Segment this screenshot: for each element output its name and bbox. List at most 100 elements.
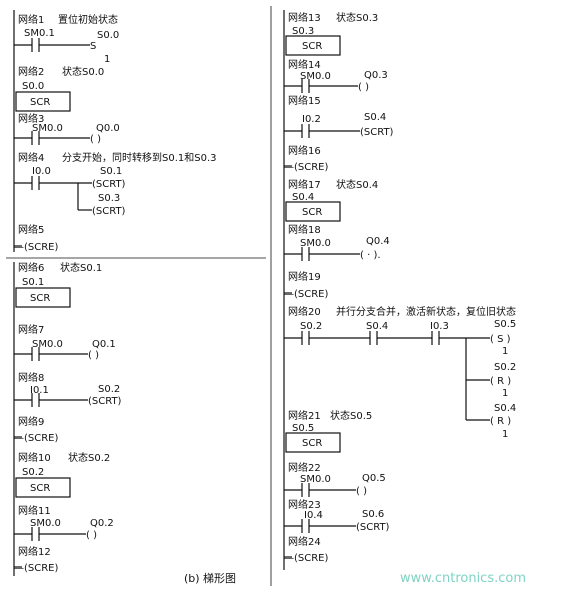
contact-address: SM0.0 [300, 238, 331, 249]
coil-address: S0.1 [100, 166, 122, 177]
scrt-coil: (SCRT) [360, 127, 394, 138]
coil-address: S0.3 [98, 193, 120, 204]
scr-label: SCR [302, 438, 322, 449]
network-comment: 状态S0.2 [68, 451, 110, 464]
scr-address: S0.2 [22, 467, 44, 478]
coil-address: Q0.1 [92, 339, 116, 350]
contact-address: I0.2 [302, 114, 321, 125]
contact-address: I0.4 [304, 510, 323, 521]
output-coil: ( ) [88, 350, 99, 361]
network-label: 网络16 [288, 144, 321, 157]
scr-box [15, 287, 71, 308]
scre-coil: —(SCRE) [14, 563, 58, 574]
network-label: 网络19 [288, 270, 321, 283]
scr-address: S0.3 [292, 26, 314, 37]
network-label: 网络8 [18, 371, 44, 384]
scr-box [15, 477, 71, 498]
contact-address: SM0.0 [30, 518, 61, 529]
watermark: www.cntronics.com [400, 571, 526, 586]
network-comment: 分支开始，同时转移到S0.1和S0.3 [62, 151, 217, 164]
network-label: 网络4 [18, 151, 44, 164]
network-comment: 置位初始状态 [58, 13, 118, 26]
reset-coil: ( R ) [490, 376, 511, 387]
network-label: 网络17 [288, 178, 321, 191]
network-label: 网络21 [288, 409, 321, 422]
network-comment: 状态S0.5 [330, 409, 372, 422]
network-label: 网络5 [18, 223, 44, 236]
network-label: 网络24 [288, 535, 321, 548]
output-coil: ( ) [356, 486, 367, 497]
scr-label: SCR [30, 97, 50, 108]
network-label: 网络10 [18, 451, 51, 464]
scrt-coil: (SCRT) [92, 179, 126, 190]
scr-address: S0.0 [22, 81, 44, 92]
contact-address: I0.3 [430, 321, 449, 332]
network-label: 网络20 [288, 305, 321, 318]
coil-address: S0.6 [362, 509, 384, 520]
coil-count: 1 [502, 388, 508, 399]
output-coil: ( ) [358, 82, 369, 93]
coil-address: S0.4 [364, 112, 386, 123]
contact-address: SM0.0 [32, 339, 63, 350]
network-comment: 状态S0.1 [60, 261, 102, 274]
scrt-coil: (SCRT) [356, 522, 390, 533]
contact-address: SM0.0 [300, 71, 331, 82]
set-coil: ( S ) [490, 334, 511, 345]
scr-label: SCR [302, 207, 322, 218]
scr-box [285, 432, 341, 453]
network-comment: 状态S0.3 [336, 11, 378, 24]
coil-address: S0.4 [494, 403, 516, 414]
coil-address: Q0.3 [364, 70, 388, 81]
coil-address: S0.2 [494, 362, 516, 373]
coil-count: 1 [502, 346, 508, 357]
output-coil: ( ) [90, 134, 101, 145]
contact-address: SM0.1 [24, 28, 55, 39]
scre-coil: —(SCRE) [284, 162, 328, 173]
contact-address: SM0.0 [32, 123, 63, 134]
scr-box [285, 35, 341, 56]
network-label: 网络2 [18, 65, 44, 78]
network-label: 网络15 [288, 94, 321, 107]
contact-address: I0.0 [32, 166, 51, 177]
network-label: 网络3 [18, 112, 44, 125]
network-label: 网络18 [288, 223, 321, 236]
scre-coil: —(SCRE) [14, 433, 58, 444]
coil-count: 1 [502, 429, 508, 440]
scrt-coil: (SCRT) [92, 206, 126, 217]
figure-caption: (b) 梯形图 [184, 572, 236, 585]
coil-address: Q0.4 [366, 236, 390, 247]
network-label: 网络9 [18, 415, 44, 428]
output-coil: ( ) [86, 530, 97, 541]
scr-address: S0.5 [292, 423, 314, 434]
network-comment: 状态S0.0 [62, 65, 104, 78]
contact-address: SM0.0 [300, 474, 331, 485]
coil-address: Q0.0 [96, 123, 120, 134]
contact-address: S0.4 [366, 321, 388, 332]
scr-box [15, 91, 71, 112]
network-label: 网络22 [288, 461, 321, 474]
scrt-coil: (SCRT) [88, 396, 122, 407]
contact-address: S0.2 [300, 321, 322, 332]
coil-address: S0.0 [97, 30, 119, 41]
scre-coil: —(SCRE) [284, 289, 328, 300]
scr-label: SCR [30, 483, 50, 494]
coil-address: Q0.5 [362, 473, 386, 484]
contact-address: I0.1 [30, 385, 49, 396]
network-comment: 状态S0.4 [336, 178, 378, 191]
network-label: 网络1 [18, 13, 44, 26]
network-label: 网络23 [288, 498, 321, 511]
scre-coil: —(SCRE) [284, 553, 328, 564]
network-label: 网络13 [288, 11, 321, 24]
network-label: 网络7 [18, 323, 44, 336]
coil-address: S0.5 [494, 319, 516, 330]
scr-box [285, 201, 341, 222]
set-coil: S [90, 41, 96, 52]
reset-coil: ( R ) [490, 416, 511, 427]
network-label: 网络6 [18, 261, 44, 274]
coil-address: Q0.2 [90, 518, 114, 529]
scr-label: SCR [302, 41, 322, 52]
coil-address: S0.2 [98, 384, 120, 395]
scr-address: S0.1 [22, 277, 44, 288]
network-comment: 并行分支合并，激活新状态，复位旧状态 [336, 305, 516, 318]
